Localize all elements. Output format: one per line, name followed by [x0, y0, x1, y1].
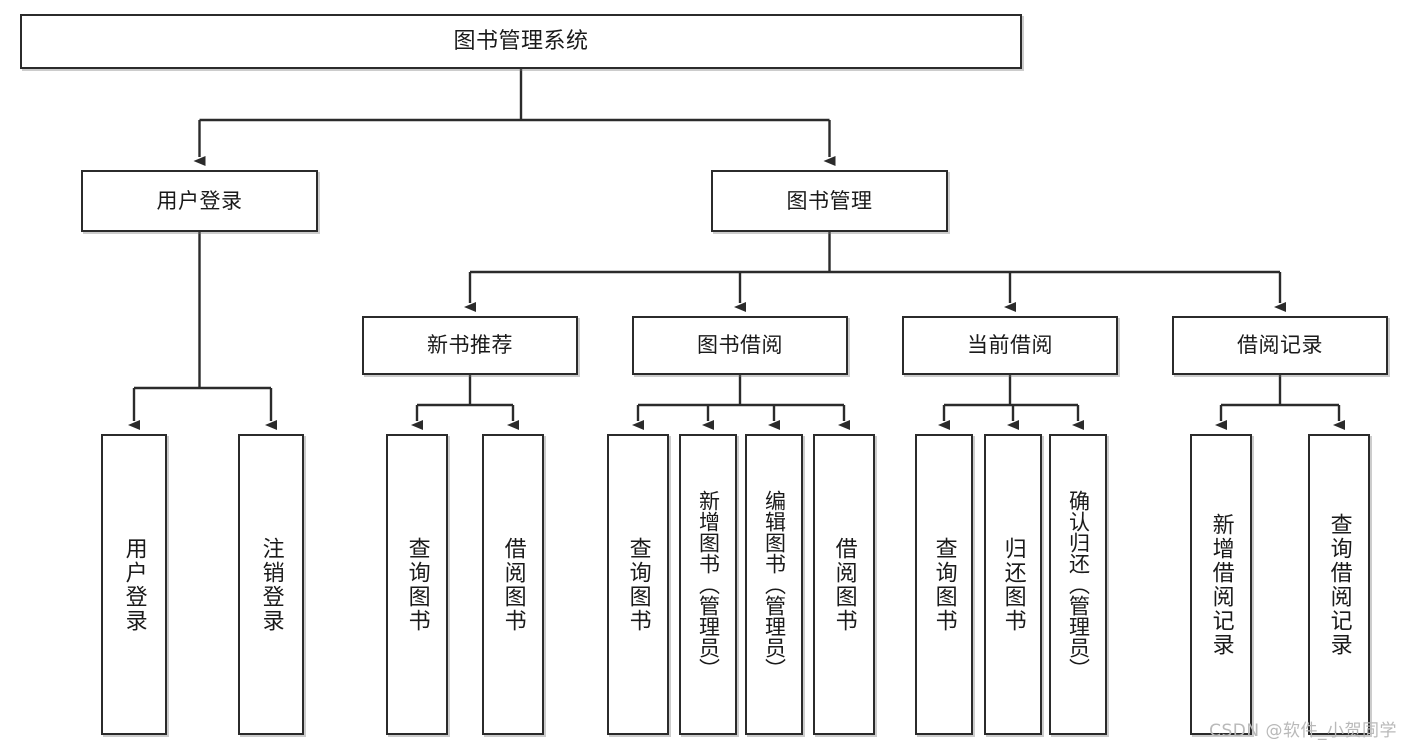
node-label: 图书管理系统 [453, 28, 589, 54]
node-leaf_rec_query[interactable]: 查询图书 [386, 434, 448, 735]
node-label: 查询图书 [625, 536, 651, 633]
node-leaf_bb_query[interactable]: 查询图书 [607, 434, 669, 735]
node-leaf_bb_add[interactable]: 新增图书（管理员） [679, 434, 737, 735]
node-new_book_rec[interactable]: 新书推荐 [362, 316, 578, 375]
node-label: 编辑图书（管理员） [762, 490, 787, 679]
node-book_manage[interactable]: 图书管理 [711, 170, 948, 232]
watermark: CSDN @软件_小贺同学 [1209, 721, 1397, 741]
node-borrow_record[interactable]: 借阅记录 [1172, 316, 1388, 375]
node-leaf_bb_borrow[interactable]: 借阅图书 [813, 434, 875, 735]
node-root[interactable]: 图书管理系统 [20, 14, 1022, 69]
node-leaf_cb_query[interactable]: 查询图书 [915, 434, 973, 735]
node-label: 借阅图书 [500, 536, 526, 633]
node-label: 查询借阅记录 [1326, 512, 1352, 657]
node-leaf_cb_confirm[interactable]: 确认归还（管理员） [1049, 434, 1107, 735]
node-book_borrow[interactable]: 图书借阅 [632, 316, 848, 375]
node-leaf_user_login[interactable]: 用户登录 [101, 434, 167, 735]
node-label: 确认归还（管理员） [1066, 490, 1091, 679]
node-leaf_br_add[interactable]: 新增借阅记录 [1190, 434, 1252, 735]
node-label: 用户登录 [121, 536, 147, 633]
node-label: 查询图书 [931, 536, 957, 633]
node-leaf_bb_edit[interactable]: 编辑图书（管理员） [745, 434, 803, 735]
node-label: 新增图书（管理员） [696, 490, 721, 679]
node-leaf_rec_borrow[interactable]: 借阅图书 [482, 434, 544, 735]
node-current_borrow[interactable]: 当前借阅 [902, 316, 1118, 375]
node-user_login[interactable]: 用户登录 [81, 170, 318, 232]
node-label: 归还图书 [1000, 536, 1026, 633]
node-label: 查询图书 [404, 536, 430, 633]
node-label: 图书管理 [786, 188, 873, 213]
node-leaf_br_query[interactable]: 查询借阅记录 [1308, 434, 1370, 735]
node-label: 借阅记录 [1237, 333, 1323, 358]
node-label: 新增借阅记录 [1208, 512, 1234, 657]
node-label: 新书推荐 [427, 333, 513, 358]
node-leaf_user_logout[interactable]: 注销登录 [238, 434, 304, 735]
node-leaf_cb_return[interactable]: 归还图书 [984, 434, 1042, 735]
node-label: 用户登录 [156, 188, 243, 213]
node-label: 借阅图书 [831, 536, 857, 633]
node-label: 当前借阅 [967, 333, 1053, 358]
node-label: 注销登录 [258, 536, 284, 633]
node-label: 图书借阅 [697, 333, 783, 358]
